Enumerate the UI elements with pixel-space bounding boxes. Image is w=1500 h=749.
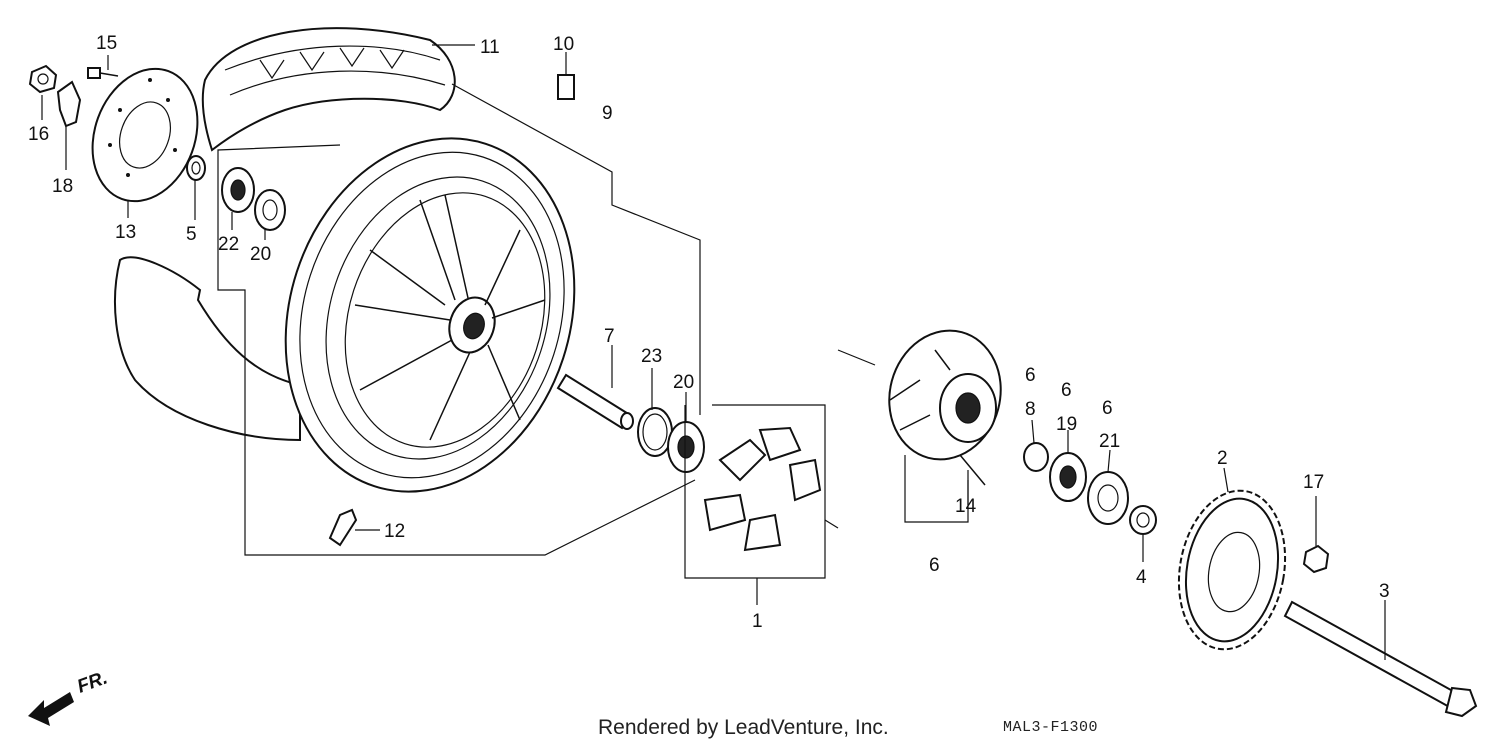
label-13: 13 xyxy=(115,222,136,243)
bolt-15 xyxy=(87,67,119,79)
label-5: 5 xyxy=(186,224,197,245)
label-16: 16 xyxy=(28,124,49,145)
o-ring-23 xyxy=(637,407,673,457)
label-15: 15 xyxy=(96,33,117,54)
label-12: 12 xyxy=(384,521,405,542)
label-14: 14 xyxy=(955,496,977,517)
diagram-code: MAL3-F1300 xyxy=(1003,719,1099,736)
label-20-right: 20 xyxy=(673,372,694,393)
bearing-21 xyxy=(1087,471,1129,525)
render-credit: Rendered by LeadVenture, Inc. xyxy=(598,716,889,739)
label-1: 1 xyxy=(752,611,763,632)
label-4: 4 xyxy=(1136,567,1147,588)
front-direction-marker: FR. xyxy=(28,667,110,726)
damper-rubbers xyxy=(703,426,822,552)
label-19: 19 xyxy=(1056,414,1077,435)
label-23: 23 xyxy=(641,346,662,367)
wheel-rim xyxy=(284,137,576,493)
bracket-18 xyxy=(56,80,82,128)
label-7: 7 xyxy=(604,326,615,347)
label-6-top-right: 6 xyxy=(1102,398,1113,419)
collar-5 xyxy=(186,155,206,181)
axle xyxy=(1283,600,1478,718)
label-18: 18 xyxy=(52,176,73,197)
collar-7 xyxy=(556,373,634,430)
weight-10 xyxy=(557,74,575,100)
label-6-top-left: 6 xyxy=(1025,365,1036,386)
label-9: 9 xyxy=(602,103,613,124)
nut-17 xyxy=(1302,544,1330,574)
nut-16 xyxy=(28,64,58,94)
label-20-left: 20 xyxy=(250,244,271,265)
hub-flange xyxy=(888,329,1002,486)
label-3: 3 xyxy=(1379,581,1390,602)
label-8: 8 xyxy=(1025,399,1036,420)
bearing-20-left xyxy=(254,189,286,231)
label-17: 17 xyxy=(1303,472,1324,493)
brake-disc xyxy=(91,67,199,203)
bearing-20-right xyxy=(667,421,705,473)
label-10: 10 xyxy=(553,34,574,55)
valve-12 xyxy=(328,508,358,547)
label-11: 11 xyxy=(480,37,500,58)
bearing-22 xyxy=(221,167,255,213)
tire xyxy=(114,27,456,442)
collar-4 xyxy=(1129,505,1157,535)
bearing-19 xyxy=(1049,452,1087,502)
label-22: 22 xyxy=(218,234,239,255)
label-6-top-mid: 6 xyxy=(1061,380,1072,401)
sprocket xyxy=(1177,489,1287,651)
label-21: 21 xyxy=(1099,431,1120,452)
leader-lines xyxy=(41,44,1386,660)
arrow-left-icon xyxy=(28,692,74,726)
label-2: 2 xyxy=(1217,448,1228,469)
collar-8 xyxy=(1023,442,1049,472)
front-label: FR. xyxy=(75,667,111,697)
label-6-hub: 6 xyxy=(929,555,940,576)
